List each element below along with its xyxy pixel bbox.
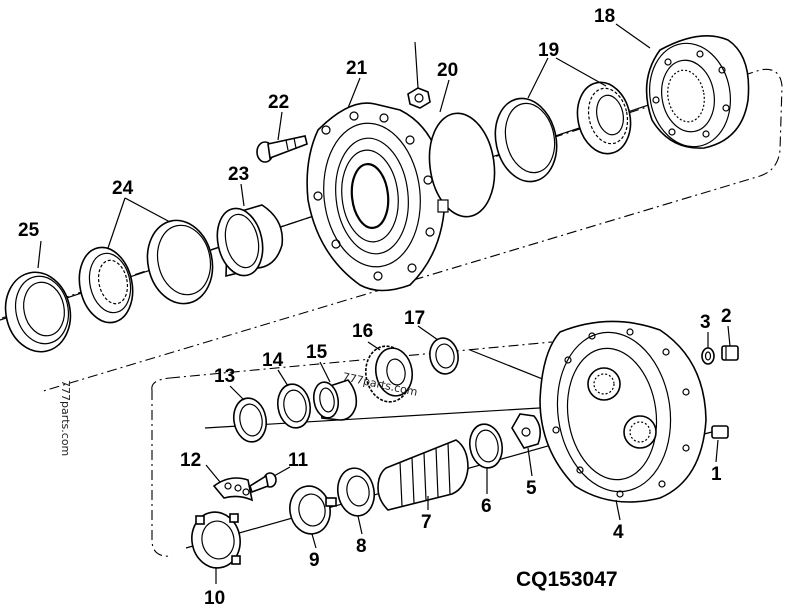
leader-lines — [37, 23, 731, 584]
part-25-seal — [4, 271, 72, 353]
callout-7: 7 — [421, 512, 432, 533]
callout-15: 15 — [306, 342, 328, 363]
watermark-side: 777parts.com — [59, 380, 72, 456]
part-2-plug — [721, 345, 739, 361]
callout-20: 20 — [437, 60, 458, 81]
callout-6: 6 — [481, 496, 492, 517]
callout-22: 22 — [268, 92, 289, 113]
part-15-needle-bearing — [312, 379, 358, 421]
part-21-hub-housing — [306, 102, 446, 292]
callout-5: 5 — [526, 478, 537, 499]
part-24-bearing-cup — [146, 219, 214, 305]
callout-9: 9 — [309, 550, 320, 571]
part-17-snap-ring — [429, 337, 459, 375]
callout-18: 18 — [594, 6, 615, 27]
part-18-flanged-hub — [645, 34, 750, 149]
callout-24: 24 — [112, 178, 134, 199]
callout-16: 16 — [352, 321, 373, 342]
part-14-snap-ring — [276, 383, 312, 429]
callout-3: 3 — [700, 312, 711, 333]
part-20-shim — [428, 112, 496, 218]
part-3-washer — [701, 347, 715, 365]
upper-boundary-line — [1, 68, 783, 393]
part-1-plug — [703, 425, 729, 439]
part-5-thrust-washer — [511, 413, 542, 449]
callout-23: 23 — [228, 164, 249, 185]
callout-8: 8 — [356, 536, 367, 557]
part-12-lock-plate — [212, 477, 254, 502]
callout-12: 12 — [180, 450, 201, 471]
part-23-sleeve — [216, 204, 284, 278]
part-8-collar — [336, 467, 376, 517]
part-24-bearing-cone — [78, 246, 134, 324]
callout-19: 19 — [538, 40, 559, 61]
callout-2: 2 — [721, 306, 732, 327]
callout-10: 10 — [204, 588, 225, 609]
part-16-planet-gear — [364, 345, 414, 403]
callout-13: 13 — [214, 366, 235, 387]
part-19-bearing-cup — [494, 97, 558, 183]
callout-1: 1 — [711, 464, 722, 485]
callout-4: 4 — [613, 522, 624, 543]
drawing-code: CQ153047 — [516, 568, 618, 591]
callout-21: 21 — [346, 58, 368, 79]
part-13-snap-ring — [232, 397, 268, 443]
part-7-splined-shaft — [377, 439, 469, 511]
callout-11: 11 — [288, 450, 309, 471]
part-10-lock-nut — [191, 511, 241, 569]
part-4-planet-carrier — [539, 320, 707, 503]
lower-boundary-line — [151, 341, 553, 557]
part-6-snap-ring — [468, 423, 504, 469]
part-11-bolt — [249, 472, 277, 494]
part-9-tab-washer — [289, 485, 337, 535]
part-26-nut — [407, 87, 431, 109]
callout-14: 14 — [262, 350, 284, 371]
part-19-bearing-cone — [576, 81, 632, 155]
callout-25: 25 — [18, 220, 40, 241]
callout-17: 17 — [404, 308, 425, 329]
part-22-bolt — [256, 135, 308, 163]
